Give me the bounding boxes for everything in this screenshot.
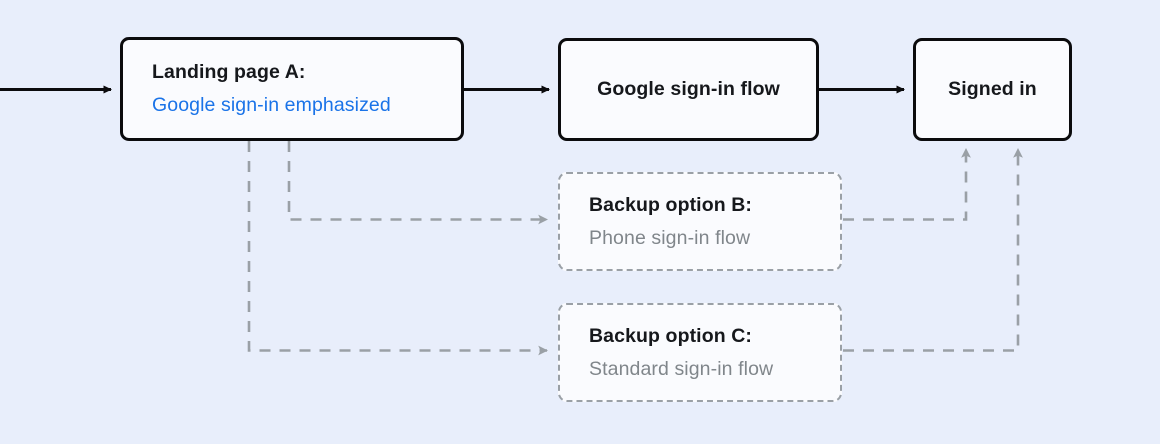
node-backup-option-c[interactable]: Backup option C: Standard sign-in flow (558, 303, 842, 402)
edge-landing-to-backup-c (247, 141, 549, 356)
node-landing-page-a-title: Landing page A: (152, 61, 306, 84)
node-google-sign-in-flow-title: Google sign-in flow (597, 78, 780, 101)
node-backup-option-c-title: Backup option C: (589, 324, 753, 347)
edge-landing-to-backup-b (287, 141, 549, 225)
node-landing-page-a-subtitle: Google sign-in emphasized (152, 94, 391, 116)
node-signed-in[interactable]: Signed in (913, 38, 1072, 141)
node-landing-page-a[interactable]: Landing page A: Google sign-in emphasize… (120, 37, 464, 141)
node-backup-option-c-subtitle: Standard sign-in flow (589, 357, 774, 380)
node-backup-option-b-subtitle: Phone sign-in flow (589, 226, 751, 249)
node-signed-in-title: Signed in (948, 78, 1037, 101)
node-google-sign-in-flow[interactable]: Google sign-in flow (558, 38, 819, 141)
node-backup-option-b-title: Backup option B: (589, 193, 753, 216)
edge-backup-b-to-signedin (843, 147, 971, 221)
edge-backup-c-to-signedin (843, 147, 1023, 352)
node-backup-option-b[interactable]: Backup option B: Phone sign-in flow (558, 172, 842, 271)
